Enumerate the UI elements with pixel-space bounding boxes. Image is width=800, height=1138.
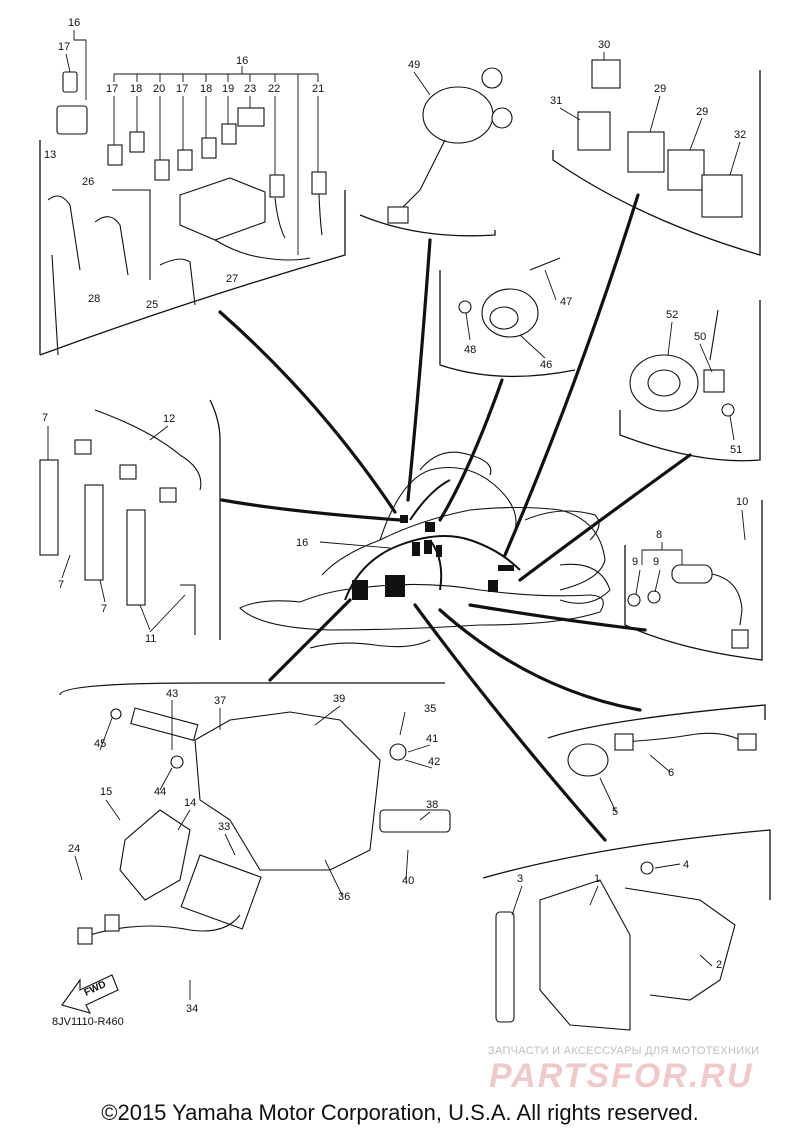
pressure-sensor: [567, 732, 757, 777]
callout: 32: [734, 129, 746, 141]
panel-border-pickup: [619, 300, 761, 462]
callout: 42: [428, 756, 440, 768]
callout: 22: [268, 83, 280, 95]
panel-border-coils: [209, 399, 221, 640]
ignition-switch: [387, 67, 513, 224]
callout: 5: [612, 806, 618, 818]
svg-text:PARTSFOR.RU: PARTSFOR.RU: [489, 1057, 753, 1095]
panel-border-ignition: [359, 214, 496, 237]
callout: 30: [598, 39, 610, 51]
callout: 38: [426, 799, 438, 811]
callout: 29: [654, 83, 666, 95]
callout: 21: [312, 83, 324, 95]
callout: 12: [163, 413, 175, 425]
callout: 11: [145, 633, 156, 645]
callout: 24: [68, 843, 80, 855]
callout: 17: [176, 83, 188, 95]
callout: 29: [696, 106, 708, 118]
callout: 45: [94, 738, 106, 750]
panel-border-relays: [552, 70, 761, 256]
callout-labels: 16 17 16 17 18 20 17 18 19 23 22 21 13 2…: [42, 17, 748, 1015]
callout: 47: [560, 296, 572, 308]
callout: 49: [408, 59, 420, 71]
callout: 36: [338, 891, 350, 903]
callout-leaders: [47, 30, 746, 1000]
speed-sensor: [627, 564, 749, 649]
callout: 9: [653, 556, 659, 568]
panel-border-bottom-left: [59, 682, 445, 696]
callout: 1: [594, 873, 600, 885]
callout: 31: [550, 95, 562, 107]
callout: 37: [214, 695, 226, 707]
callout: 9: [632, 556, 638, 568]
callout: 14: [184, 797, 196, 809]
callout: 39: [333, 693, 345, 705]
callout: 4: [683, 859, 689, 871]
callout: 8: [656, 529, 662, 541]
callout: 16: [68, 17, 80, 29]
callout: 27: [226, 273, 238, 285]
snowmobile-outline: [239, 451, 611, 649]
callout: 16: [296, 537, 308, 549]
callout: 34: [186, 1003, 198, 1015]
callout: 10: [736, 496, 748, 508]
ecu-parts: [495, 861, 736, 1031]
panel-border-sensor: [439, 270, 576, 378]
drawing-code: 8JV1110-R460: [52, 1016, 124, 1028]
callout: 23: [244, 83, 256, 95]
callout: 17: [58, 41, 70, 53]
callout: 50: [694, 331, 706, 343]
callout: 7: [58, 579, 64, 591]
regulator-bracket-parts: [77, 707, 451, 945]
relay-parts: [577, 59, 743, 218]
callout: 7: [101, 603, 107, 615]
callout: 43: [166, 688, 178, 700]
callout: 18: [200, 83, 212, 95]
callout: 6: [668, 767, 674, 779]
callout: 52: [666, 309, 678, 321]
callout: 35: [424, 703, 436, 715]
copyright-notice: ©2015 Yamaha Motor Corporation, U.S.A. A…: [101, 1100, 699, 1125]
callout: 7: [42, 412, 48, 424]
watermark-tagline: ЗАПЧАСТИ И АКСЕССУАРЫ ДЛЯ МОТОТЕХНИКИ: [488, 1045, 760, 1057]
callout: 33: [218, 821, 230, 833]
callout: 2: [716, 959, 722, 971]
callout: 13: [44, 149, 56, 161]
panel-border-top-left: [39, 140, 346, 356]
fwd-arrow-icon: FWD: [61, 974, 119, 1014]
callout: 28: [88, 293, 100, 305]
callout: 19: [222, 83, 234, 95]
ignition-coils: [39, 409, 202, 635]
callout: 15: [100, 786, 112, 798]
parts-diagram: FWD 16 17 16 17 18 20 17 18 19 23 22 21 …: [39, 17, 771, 1031]
callout: 40: [402, 875, 414, 887]
callout: 3: [517, 873, 523, 885]
callout: 20: [153, 83, 165, 95]
panel-border-sensor-5-6: [547, 704, 766, 739]
callout: 17: [106, 83, 118, 95]
callout: 16: [236, 55, 248, 67]
knock-sensor: [458, 257, 561, 338]
group-leaders: [218, 193, 692, 842]
callout: 18: [130, 83, 142, 95]
pickup-coil: [629, 309, 735, 417]
callout: 25: [146, 299, 158, 311]
panel-border-ecu: [482, 829, 771, 900]
callout: 44: [154, 786, 166, 798]
watermark-logo-text: PARTSFOR.RU: [489, 1057, 753, 1095]
callout: 41: [426, 733, 438, 745]
callout: 48: [464, 344, 476, 356]
callout: 51: [730, 444, 742, 456]
callout: 46: [540, 359, 552, 371]
fuse-parts: [47, 71, 327, 356]
callout: 26: [82, 176, 94, 188]
